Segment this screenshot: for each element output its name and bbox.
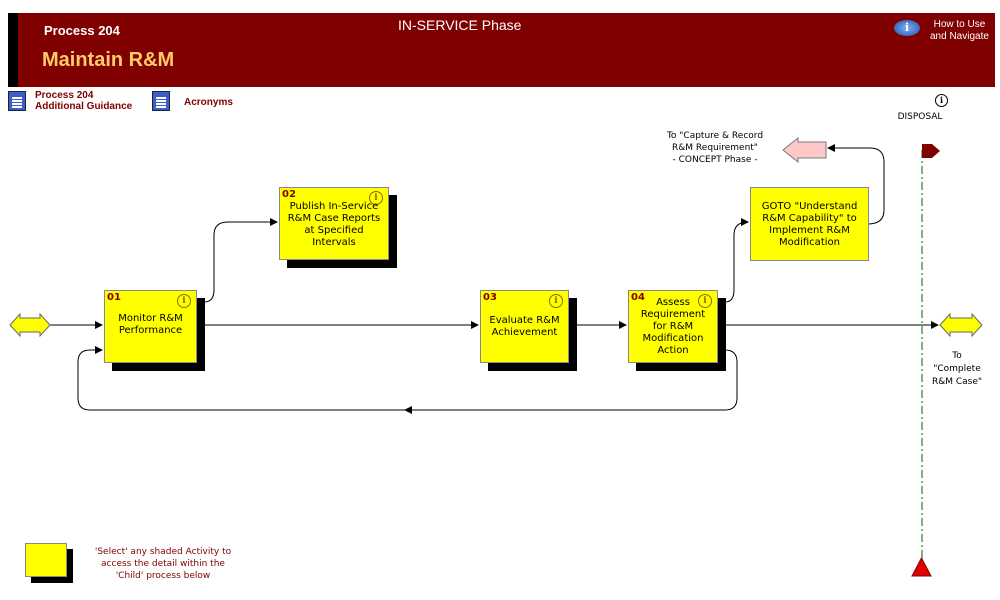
page-title: Maintain R&M — [42, 49, 175, 71]
timeline-marker-triangle — [911, 556, 932, 577]
activity-04[interactable]: 04 i Assess Requirement for R&M Modificat… — [628, 290, 718, 363]
disposal-info-icon[interactable]: i — [935, 94, 948, 107]
info-icon[interactable]: i — [177, 294, 191, 308]
disposal-label: DISPOSAL — [897, 112, 943, 122]
goto-label: GOTO "Understand R&M Capability" to Impl… — [761, 201, 858, 248]
phase-label: IN-SERVICE Phase — [398, 17, 522, 33]
goto-box[interactable]: GOTO "Understand R&M Capability" to Impl… — [750, 187, 869, 261]
note-line: To "Capture & Record — [666, 131, 764, 141]
activity-label: Assess Requirement for R&M Modification … — [640, 297, 706, 356]
activity-01[interactable]: 01 i Monitor R&M Performance — [104, 290, 197, 363]
concept-phase-arrow — [782, 136, 827, 164]
process-number: Process 204 — [44, 23, 120, 38]
legend-swatch — [25, 543, 67, 577]
legend-line: 'Child' process below — [115, 571, 211, 581]
acronyms-link[interactable]: Acronyms — [184, 97, 233, 108]
help-line2: and Navigate — [930, 31, 989, 42]
entry-double-arrow — [9, 312, 51, 338]
header-bar: Process 204 Maintain R&M IN-SERVICE Phas… — [8, 13, 995, 87]
guidance-line2: Additional Guidance — [35, 101, 133, 112]
note-line: To — [952, 351, 962, 361]
activity-02[interactable]: 02 i Publish In-Service R&M Case Reports … — [279, 187, 389, 260]
activity-number: 02 — [282, 189, 296, 200]
document-icon[interactable] — [8, 91, 26, 111]
activity-number: 01 — [107, 292, 121, 303]
document-icon[interactable] — [152, 91, 170, 111]
activity-label: Monitor R&M Performance — [118, 313, 183, 336]
activity-number: 04 — [631, 292, 645, 303]
legend-line: 'Select' any shaded Activity to — [94, 547, 232, 557]
legend-text: 'Select' any shaded Activity to access th… — [82, 546, 244, 582]
info-icon[interactable]: i — [369, 191, 383, 205]
guidance-line1: Process 204 — [35, 90, 94, 101]
note-line: R&M Case" — [931, 377, 983, 387]
activity-label: Publish In-Service R&M Case Reports at S… — [287, 201, 381, 248]
note-line: "Complete — [933, 364, 981, 374]
legend-line: access the detail within the — [101, 559, 225, 569]
info-icon[interactable]: i — [549, 294, 563, 308]
info-icon[interactable]: i — [698, 294, 712, 308]
activity-label: Evaluate R&M Achievement — [489, 315, 560, 338]
disposal-arrow — [922, 144, 940, 158]
activity-03[interactable]: 03 i Evaluate R&M Achievement — [480, 290, 569, 363]
note-line: - CONCEPT Phase - — [672, 155, 758, 165]
exit-double-arrow — [939, 312, 983, 338]
info-icon[interactable]: i — [894, 20, 920, 36]
note-line: R&M Requirement" — [672, 143, 758, 153]
help-line1: How to Use — [933, 19, 986, 30]
activity-number: 03 — [483, 292, 497, 303]
